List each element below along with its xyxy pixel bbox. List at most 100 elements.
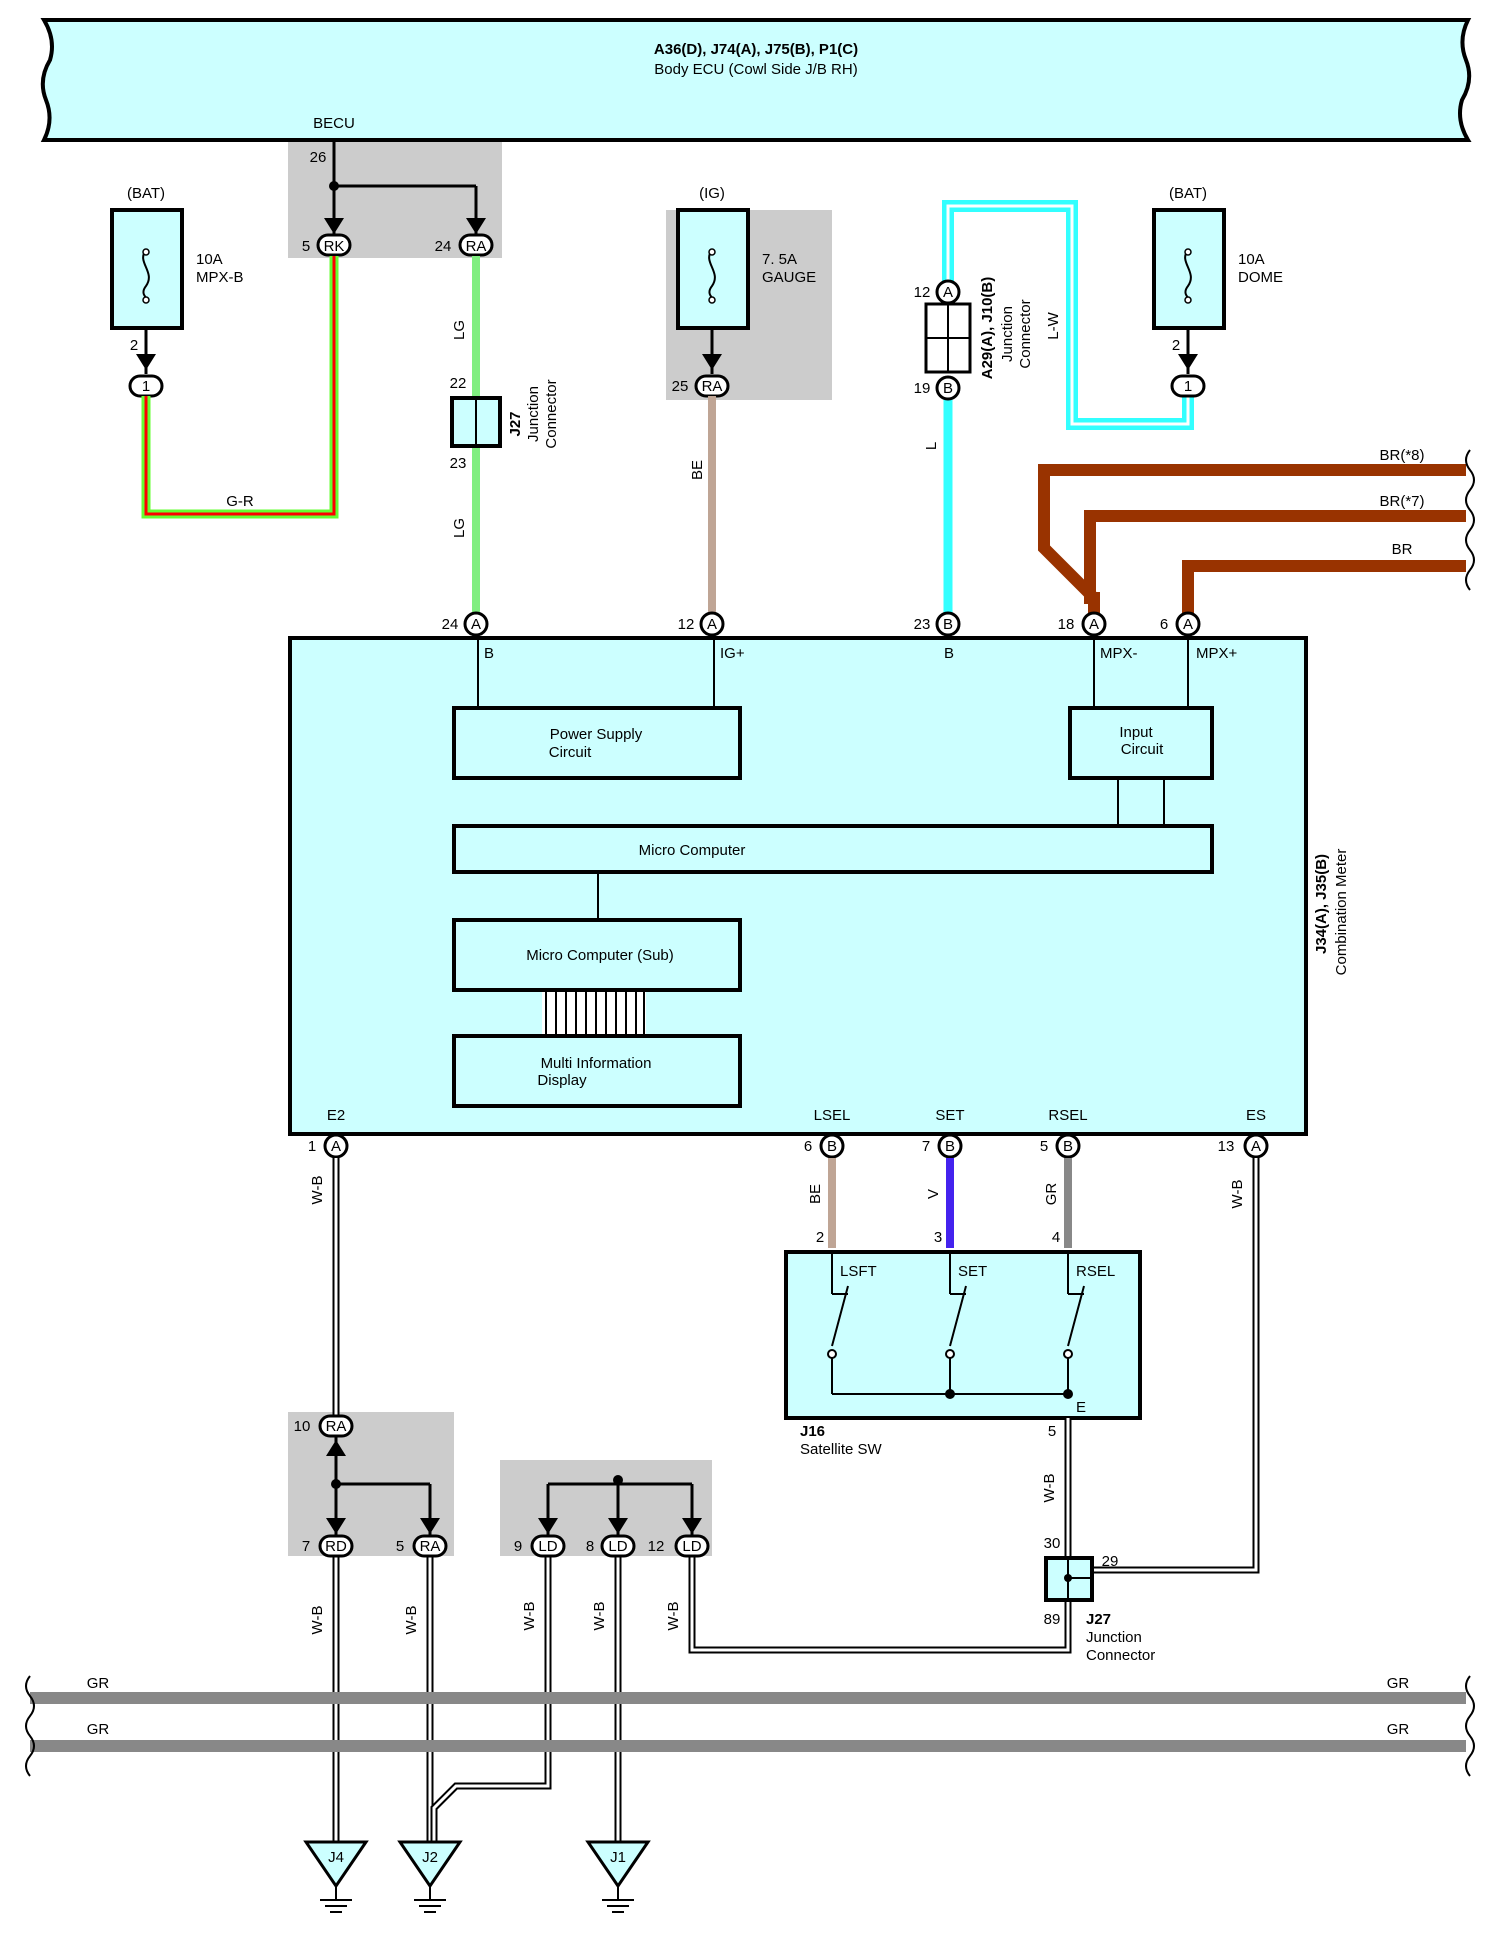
dome-rating: 10A — [1238, 251, 1265, 268]
becu-pin-26: 26 — [310, 149, 327, 166]
wire-label-br: BR — [1392, 541, 1413, 558]
meter-pin-rsel-label: RSEL — [1048, 1107, 1087, 1124]
meter-pin-12-label: IG+ — [720, 645, 745, 662]
meter-id: J34(A), J35(B) — [1313, 854, 1330, 954]
meter-pin-es-num: 13 — [1218, 1138, 1235, 1155]
wire-label-l: L — [923, 442, 940, 450]
becu-label: BECU — [313, 115, 355, 132]
meter-pin-24: A 24 B — [442, 611, 494, 662]
dome-name: DOME — [1238, 269, 1283, 286]
mpxb-fuse — [110, 208, 184, 330]
j27-top-id: J27 — [507, 411, 524, 436]
meter-pin-23-conn: B — [943, 616, 953, 633]
mpxb-connector-label: 1 — [142, 378, 150, 395]
meter-pin-6-num: 6 — [1160, 616, 1168, 633]
gauge-rating: 7. 5A — [762, 251, 797, 268]
micro-computer-label: Micro Computer — [639, 842, 746, 859]
power-supply-circuit — [452, 706, 742, 780]
bus1-label-right: GR — [1387, 1675, 1410, 1692]
mpxb-source: (BAT) — [127, 185, 165, 202]
meter-pin-set-conn: B — [945, 1138, 955, 1155]
a29-conn-b — [935, 375, 961, 401]
splice-ld-conn9: LD — [538, 1538, 557, 1555]
satellite-pin-4: 4 — [1052, 1229, 1060, 1246]
gauge-name: GAUGE — [762, 269, 816, 286]
splice-ld-conn12: LD — [682, 1538, 701, 1555]
meter-pin-6-conn: A — [1183, 616, 1193, 633]
mpxb-name: MPX-B — [196, 269, 244, 286]
meter-pin-18: A 18 MPX- — [1058, 611, 1138, 662]
input-circuit — [1068, 706, 1214, 780]
meter-pin-12-conn: A — [707, 616, 717, 633]
meter-pin-24-conn: A — [471, 616, 481, 633]
bus2-label-right: GR — [1387, 1721, 1410, 1738]
gauge-connector-label: RA — [702, 378, 723, 395]
mid-line2: Display — [537, 1072, 587, 1089]
ground-j1-label: J1 — [610, 1849, 626, 1866]
wire-label-wb-ra: W-B — [403, 1606, 420, 1635]
meter-pin-rsel: RSEL B 5 — [1040, 1107, 1088, 1159]
meter-pin-12-num: 12 — [678, 616, 695, 633]
meter-pin-set-num: 7 — [922, 1138, 930, 1155]
splice-ld: LD 9 LD 8 LD 12 — [514, 1475, 710, 1558]
a29-line2: Connector — [1017, 299, 1034, 368]
meter-pin-18-num: 18 — [1058, 616, 1075, 633]
wire-label-br7: BR(*7) — [1379, 493, 1424, 510]
becu-connector-ra-label: RA — [466, 238, 487, 255]
becu-pin-24: 24 — [435, 238, 452, 255]
splice-ra-conn5: RA — [420, 1538, 441, 1555]
wire-label-wb-ld12: W-B — [665, 1602, 682, 1631]
satellite-pin-3: 3 — [934, 1229, 942, 1246]
satellite-switch — [784, 1250, 1142, 1420]
meter-pin-lsel-label: LSEL — [814, 1107, 851, 1124]
splice-ra-conn10: RA — [326, 1418, 347, 1435]
wire-label-l-w: L-W — [1045, 311, 1062, 339]
a29-id: A29(A), J10(B) — [979, 277, 996, 380]
j27-bottom-pin-89: 89 — [1044, 1611, 1061, 1628]
meter-pin-set-label: SET — [935, 1107, 964, 1124]
splice-ld-pin8: 8 — [586, 1538, 594, 1555]
dome-connector-label: 1 — [1184, 378, 1192, 395]
j27-top-line2: Connector — [543, 379, 560, 448]
meter-pin-lsel-num: 6 — [804, 1138, 812, 1155]
satellite-label-e: E — [1076, 1399, 1086, 1416]
gauge-pin-25: 25 — [672, 378, 689, 395]
j27-bottom-id: J27 — [1086, 1611, 1111, 1628]
mpxb-rating: 10A — [196, 251, 223, 268]
splice-ra-pin7: 7 — [302, 1538, 310, 1555]
splice-ra: RA 10 RD 7 RA 5 — [294, 1414, 448, 1558]
wire-label-lg-bottom: LG — [451, 518, 468, 538]
j27-bottom-line1: Junction — [1086, 1629, 1142, 1646]
ground-j2: J2 — [397, 1840, 463, 1913]
splice-ld-pin12: 12 — [648, 1538, 665, 1555]
wire-label-be: BE — [689, 460, 706, 480]
meter-pin-set: SET B 7 — [922, 1107, 965, 1159]
meter-pin-18-conn: A — [1089, 616, 1099, 633]
ground-j2-label: J2 — [422, 1849, 438, 1866]
j27-top-pin-22: 22 — [450, 375, 467, 392]
meter-pin-lsel-conn: B — [827, 1138, 837, 1155]
wire-label-v: V — [925, 1189, 942, 1199]
meter-pin-12: A 12 IG+ — [678, 611, 745, 662]
becu-connector-rk-label: RK — [324, 238, 345, 255]
wire-label-wb-es: W-B — [1229, 1180, 1246, 1209]
body-ecu-box — [40, 18, 1472, 142]
meter-pin-rsel-num: 5 — [1040, 1138, 1048, 1155]
micro-computer-sub-label: Micro Computer (Sub) — [526, 947, 674, 964]
wire-label-br8: BR(*8) — [1379, 447, 1424, 464]
multi-information-display — [452, 1034, 742, 1108]
gauge-source: (IG) — [699, 185, 725, 202]
micro-bus-lines — [542, 988, 646, 1036]
meter-pin-6: A 6 MPX+ — [1160, 611, 1238, 662]
wb-wires — [332, 1158, 1260, 1852]
satellite-pin-5: 5 — [1048, 1423, 1056, 1440]
ground-j4-label: J4 — [328, 1849, 344, 1866]
mpxb-pin: 2 — [130, 337, 138, 354]
wire-label-wb-ld9: W-B — [521, 1602, 538, 1631]
a29-conn-a-label: A — [943, 284, 953, 301]
satellite-label-rsel: RSEL — [1076, 1263, 1115, 1280]
meter-pin-lsel: LSEL B 6 — [804, 1107, 851, 1159]
dome-connector — [1170, 374, 1206, 398]
input-circuit-line1: Input — [1119, 724, 1153, 741]
